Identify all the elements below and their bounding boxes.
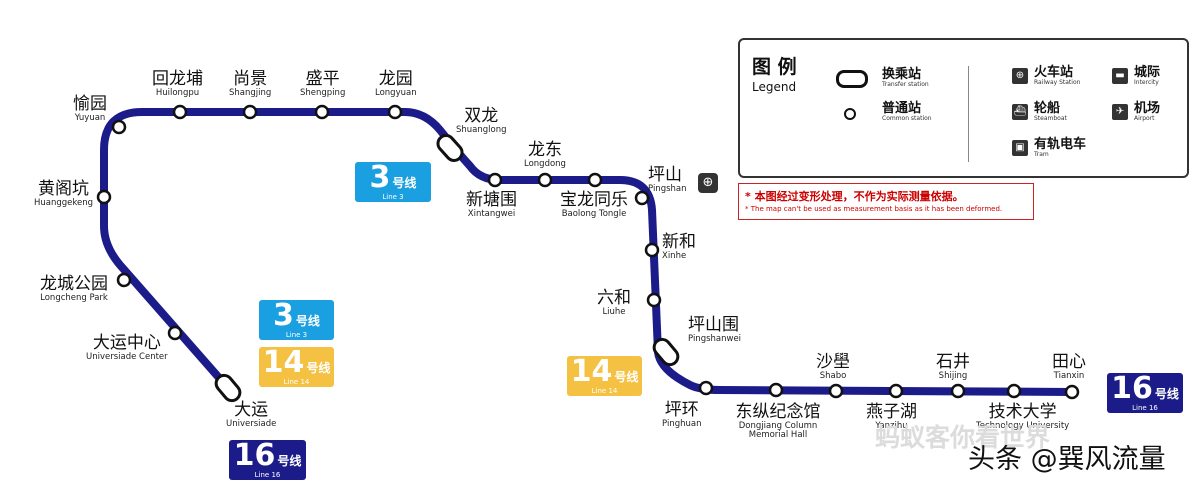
station-label-pingshanwei[interactable]: 坪山围 Pingshanwei — [688, 315, 742, 344]
station-marker[interactable] — [698, 380, 714, 396]
station-label-liuhe[interactable]: 六和 Liuhe — [597, 288, 631, 317]
station-label-shengping[interactable]: 盛平 Shengping — [300, 69, 346, 98]
station-marker[interactable] — [888, 383, 904, 399]
station-label-tianxin[interactable]: 田心 Tianxin — [1052, 352, 1086, 381]
airport-icon: ✈ — [1112, 104, 1128, 120]
tram-icon: ▣ — [1012, 140, 1028, 156]
station-marker[interactable] — [1006, 383, 1022, 399]
station-label-shuanglong[interactable]: 双龙 Shuanglong — [456, 106, 507, 135]
station-marker[interactable] — [487, 172, 503, 188]
station-label-pinghuan[interactable]: 坪环 Pinghuan — [662, 400, 702, 429]
transfer-station-marker[interactable] — [651, 336, 681, 368]
station-label-dayun[interactable]: 大运 Universiade — [226, 400, 277, 429]
station-label-shijing[interactable]: 石井 Shijing — [936, 352, 970, 381]
station-marker[interactable] — [828, 383, 844, 399]
station-label-huanggekeng[interactable]: 黄阁坑 Huanggekeng — [34, 179, 94, 208]
station-marker[interactable] — [172, 104, 188, 120]
transfer-station-marker[interactable] — [435, 132, 466, 164]
station-marker[interactable] — [242, 104, 258, 120]
station-label-huilongpu[interactable]: 回龙埔 Huilongpu — [152, 69, 203, 98]
watermark-text: 蚂蚁客你看世界 — [875, 423, 1051, 452]
station-label-pingshan[interactable]: 坪山 Pingshan — [648, 165, 687, 194]
station-label-yuyuan[interactable]: 愉园 Yuyuan — [73, 94, 107, 123]
legend-subtitle: Legend — [752, 80, 797, 94]
station-label-shangjing[interactable]: 尚景 Shangjing — [229, 69, 272, 98]
station-label-longyuan[interactable]: 龙园 Longyuan — [375, 69, 417, 98]
station-marker[interactable] — [111, 119, 127, 135]
station-marker[interactable] — [587, 172, 603, 188]
common-station-symbol — [844, 108, 856, 120]
station-label-xinhe[interactable]: 新和 Xinhe — [662, 232, 696, 261]
station-marker[interactable] — [116, 272, 132, 288]
intercity-icon: ▬ — [1112, 68, 1128, 84]
station-label-yanzihu[interactable]: 燕子湖 Yanzihu — [866, 402, 917, 431]
station-label-shabo[interactable]: 沙壆 Shabo — [816, 352, 850, 381]
station-marker[interactable] — [167, 325, 183, 341]
credit-text: 头条 @巽风流量 — [968, 444, 1166, 475]
station-marker[interactable] — [387, 104, 403, 120]
station-marker[interactable] — [1064, 384, 1080, 400]
deformation-notice: * 本图经过变形处理，不作为实际测量依据。 * The map can't be… — [738, 183, 1034, 220]
station-label-dongzong-memorial[interactable]: 东纵纪念馆 Dongjiang Column Memorial Hall — [735, 402, 821, 440]
station-label-longcheng-park[interactable]: 龙城公园 Longcheng Park — [40, 274, 108, 303]
station-marker[interactable] — [646, 292, 662, 308]
legend-divider — [968, 66, 969, 162]
station-label-technology-university[interactable]: 技术大学 Technology University — [976, 402, 1070, 431]
station-label-longdong[interactable]: 龙东 Longdong — [524, 140, 566, 169]
ship-icon: ⛴ — [1012, 104, 1028, 120]
station-label-xintangwei[interactable]: 新塘围 Xintangwei — [466, 190, 517, 219]
railway-station-icon: ⊕ — [1012, 68, 1028, 84]
station-marker[interactable] — [950, 383, 966, 399]
station-marker[interactable] — [634, 190, 650, 206]
station-marker[interactable] — [768, 382, 784, 398]
station-label-dayun-center[interactable]: 大运中心 Universiade Center — [86, 333, 168, 362]
legend-title: 图 例 — [752, 56, 797, 78]
railway-station-icon: ⊕ — [698, 173, 718, 193]
station-marker[interactable] — [96, 189, 112, 205]
line16-track — [100, 108, 1076, 396]
station-marker[interactable] — [537, 172, 553, 188]
station-marker[interactable] — [314, 104, 330, 120]
station-marker[interactable] — [644, 242, 660, 258]
station-label-baolong-tongle[interactable]: 宝龙同乐 Baolong Tongle — [560, 190, 628, 219]
transfer-station-symbol — [836, 70, 868, 88]
transfer-station-marker[interactable] — [213, 372, 243, 404]
